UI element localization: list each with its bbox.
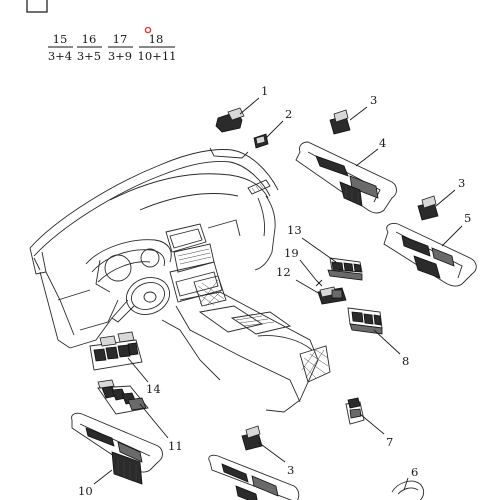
fraction-17-top: 17: [113, 32, 128, 46]
callout-6: 6: [411, 465, 418, 479]
fraction-15-top: 15: [53, 32, 68, 46]
red-marker-icon: [144, 26, 152, 34]
part-3-switch-right: [417, 195, 439, 221]
part-10-door-bezel: [71, 412, 163, 485]
callout-11: 11: [168, 439, 183, 453]
fraction-16-bottom: 3+5: [77, 49, 101, 63]
callout-3-bottom: 3: [287, 463, 294, 477]
callout-5: 5: [464, 211, 471, 225]
callout-14: 14: [146, 382, 161, 396]
part-7-button: [345, 397, 365, 425]
callout-19: 19: [284, 246, 299, 260]
fraction-18-bottom: 10+11: [138, 49, 177, 63]
part-door-bezel-bottom: [208, 454, 300, 500]
callout-12: 12: [276, 265, 291, 279]
part-19-pin: [315, 279, 323, 287]
part-3-switch-bottom: [241, 425, 263, 451]
fraction-16-top: 16: [82, 32, 97, 46]
part-2-clip: [253, 133, 269, 149]
callout-8: 8: [402, 354, 409, 368]
part-12-switch: [317, 286, 347, 305]
part-4-door-bezel: [295, 141, 397, 214]
callout-2: 2: [285, 107, 292, 121]
dashboard-outline: [29, 147, 331, 413]
leader-lines: [93, 97, 463, 491]
fraction-key-table: 15 3+4 16 3+5 17 3+9 18 10+11: [48, 26, 177, 63]
fraction-15-bottom: 3+4: [48, 49, 72, 63]
part-14-window-switch-pack: [89, 331, 143, 371]
part-11-window-switch: [97, 379, 149, 415]
part-5-door-bezel: [383, 223, 477, 287]
fraction-17-bottom: 3+9: [108, 49, 132, 63]
corner-box: [26, 0, 48, 13]
callout-13: 13: [287, 223, 302, 237]
callout-4: 4: [379, 136, 386, 150]
part-1-switch: [215, 107, 245, 133]
callout-3-top: 3: [370, 93, 377, 107]
part-13-switch-block: [327, 257, 363, 281]
part-6-connector: [391, 480, 425, 500]
part-3-switch-top: [329, 109, 351, 135]
fraction-18-top: 18: [149, 32, 164, 46]
callout-10: 10: [78, 484, 93, 498]
callout-7: 7: [386, 435, 393, 449]
callout-1: 1: [261, 84, 268, 98]
callout-3-right: 3: [458, 176, 465, 190]
callout-labels: 1 2 3 4 3 5 13 19 12 8 14 11 10 7 3 6: [78, 84, 471, 498]
part-8-switch-pack: [347, 307, 383, 335]
